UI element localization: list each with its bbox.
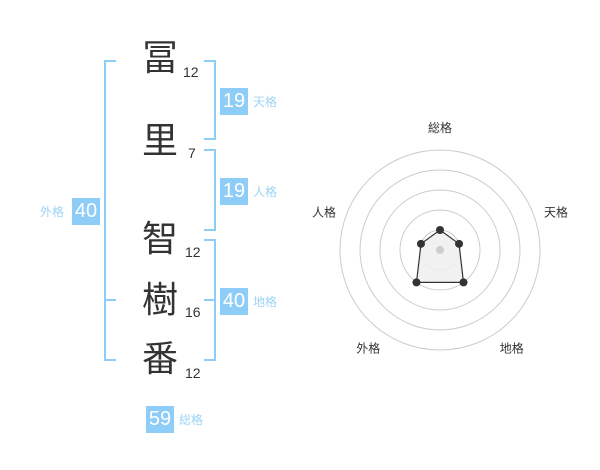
radar-axis-label: 外格 (356, 341, 380, 356)
tenkaku-value: 19 (220, 88, 248, 115)
radar-axis-label: 天格 (544, 204, 568, 219)
radar-point (455, 239, 464, 248)
soukaku-label: 総格 (179, 413, 204, 427)
name-char-3: 智 (141, 219, 178, 260)
radar-axis-label: 人格 (312, 204, 336, 219)
tenkaku-label: 天格 (253, 95, 278, 109)
stroke-count-4: 16 (185, 304, 201, 320)
radar-point (436, 226, 444, 234)
radar-axis-label: 総格 (428, 120, 452, 135)
jinkaku-label: 人格 (253, 185, 278, 199)
name-char-1: 冨 (141, 38, 178, 79)
radar-ring-5 (339, 149, 541, 351)
jinkaku-value: 19 (220, 178, 248, 205)
stroke-count-1: 12 (183, 64, 199, 80)
stroke-count-5: 12 (185, 365, 201, 381)
radar-axis-label: 地格 (500, 341, 524, 356)
radar-center-dot (436, 246, 444, 254)
stroke-count-3: 12 (185, 244, 201, 260)
chikaku-value: 40 (220, 288, 248, 315)
radar-ring-3 (379, 189, 501, 311)
name-char-5: 番 (141, 339, 178, 380)
soukaku-value: 59 (146, 406, 174, 433)
chikaku-label: 地格 (253, 295, 278, 309)
gaikaku-value: 40 (72, 198, 100, 225)
radar-point (412, 278, 421, 287)
name-char-4: 樹 (141, 280, 178, 321)
radar-point (416, 239, 425, 248)
name-char-2: 里 (141, 121, 178, 162)
gaikaku-label: 外格 (40, 205, 65, 219)
radar-ring-4 (359, 169, 521, 331)
radar-point (459, 278, 468, 287)
stroke-count-2: 7 (188, 145, 196, 161)
radar-ring-2 (399, 209, 481, 291)
